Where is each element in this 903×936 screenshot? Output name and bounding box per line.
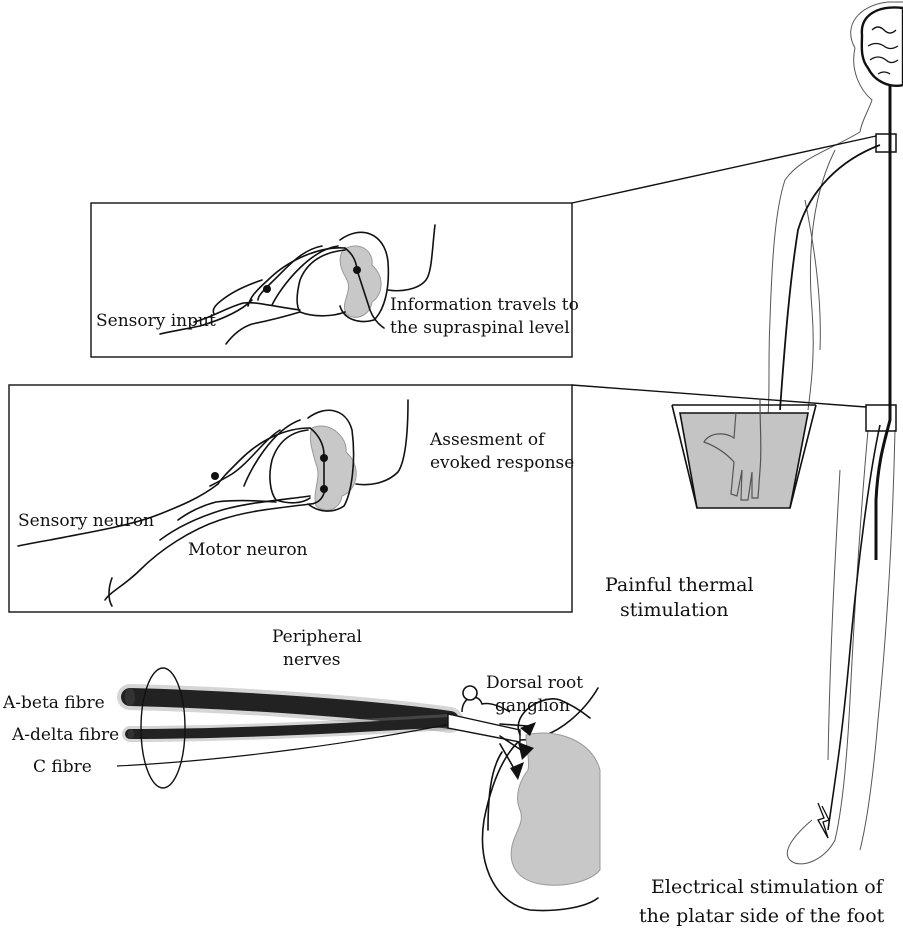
label-peripheral-line1: Peripheral [272,627,362,647]
label-electrical-line2: the platar side of the foot [639,905,885,927]
label-peripheral-line2: nerves [283,650,341,670]
label-sensory-neuron: Sensory neuron [18,511,154,531]
ganglion-icon [463,686,477,700]
cervical-level-box [876,134,896,152]
reflex-panel [9,385,572,612]
label-motor-neuron: Motor neuron [188,540,308,560]
label-electrical-line1: Electrical stimulation of [651,876,885,898]
label-c-fibre: C fibre [33,757,92,777]
label-thermal-line2: stimulation [620,599,729,621]
label-a-beta: A-beta fibre [2,693,105,713]
label-drg-line1: Dorsal root [486,673,583,693]
label-assessment-line1: Assesment of [429,430,546,450]
label-info-line1: Information travels to [390,295,579,315]
thermal-bucket [672,400,816,508]
spinal-cord [876,86,890,560]
label-assessment-line2: evoked response [430,453,574,473]
label-sensory-input: Sensory input [96,311,216,331]
label-drg-line2: ganglion [495,696,570,716]
peripheral-nerve-fibres [117,668,520,788]
label-a-delta: A-delta fibre [11,725,119,745]
label-info-line2: the supraspinal level [390,318,570,338]
label-thermal-line1: Painful thermal [605,574,754,596]
electrical-stimulus-icon [818,803,829,838]
spinal-cord-section [462,686,600,911]
